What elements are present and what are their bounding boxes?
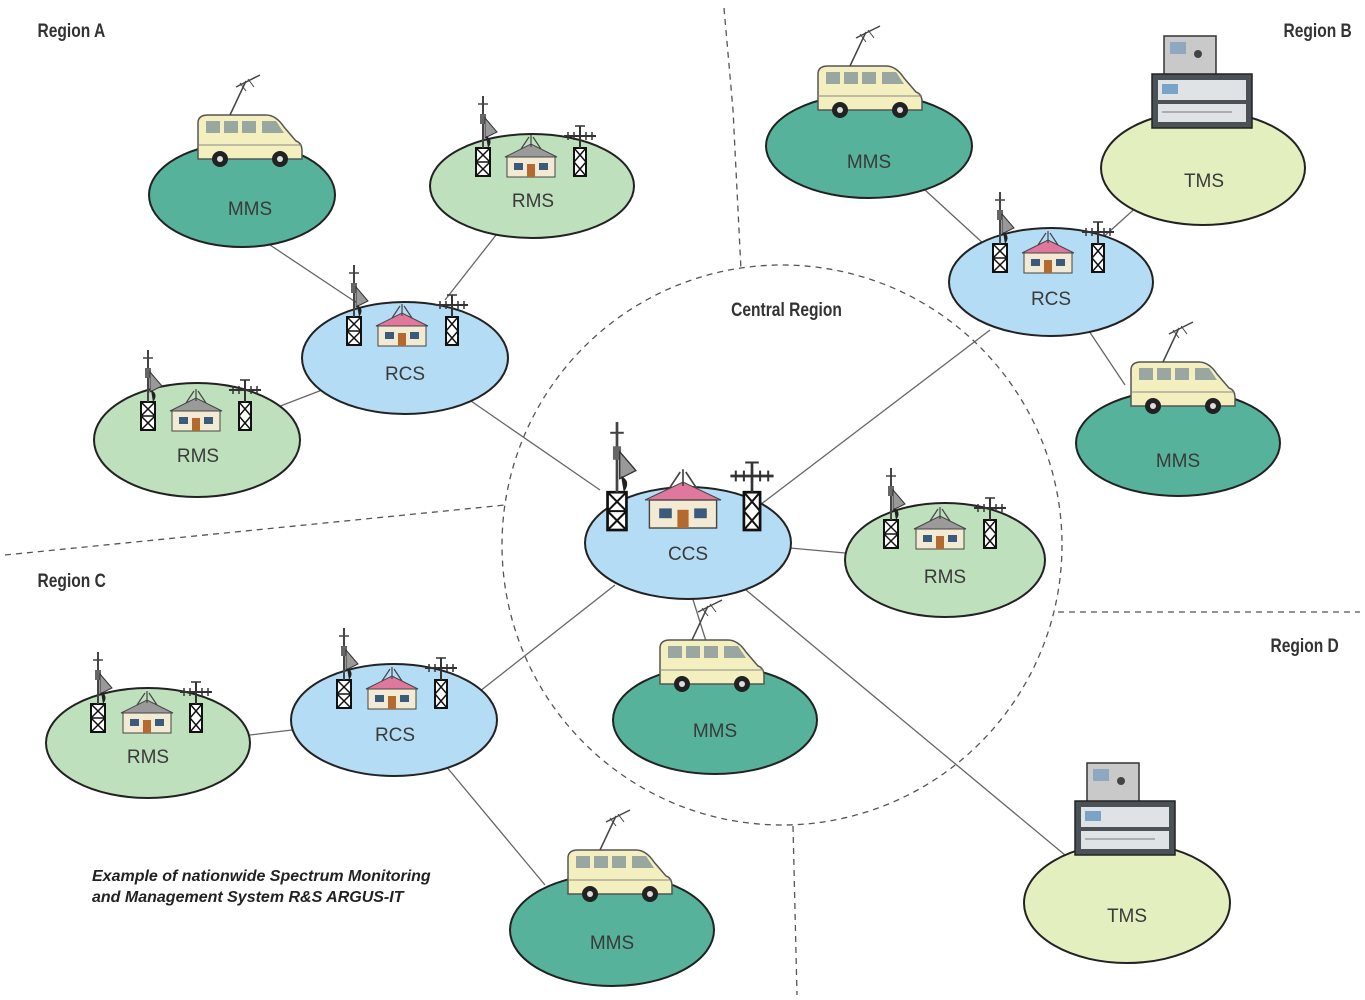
van-icon [659, 599, 765, 693]
house-icon [365, 666, 419, 710]
measurement-rack-icon [1151, 35, 1253, 129]
central-region-label: Central Region [731, 299, 842, 321]
van-icon [567, 809, 673, 903]
link-rcs-b-mms-b2 [1084, 324, 1126, 386]
boundary-c-d [792, 825, 798, 996]
house-icon [169, 388, 223, 432]
rms-label: RMS [127, 747, 169, 768]
connections [249, 189, 1151, 886]
tms-region-d-ellipse[interactable] [1023, 842, 1231, 964]
region-d-label: Region D [1270, 635, 1338, 657]
ccs-label: CCS [668, 544, 708, 565]
mms-label: MMS [1156, 451, 1200, 472]
house-icon [375, 303, 429, 347]
house-icon [120, 690, 174, 734]
boundary-a-b [723, 7, 742, 271]
mms-label: MMS [590, 933, 634, 954]
caption: Example of nationwide Spectrum Monitorin… [92, 868, 431, 906]
rcs-label: RCS [385, 364, 425, 385]
rcs-label: RCS [1031, 289, 1071, 310]
link-mms-a-rcs-a [254, 234, 361, 306]
mms-label: MMS [847, 152, 891, 173]
rcs-label: RCS [375, 725, 415, 746]
mms-label: MMS [693, 721, 737, 742]
caption-line-1: Example of nationwide Spectrum Monitorin… [92, 868, 431, 885]
measurement-rack-icon [1074, 762, 1176, 856]
link-ccs-rcs-b [759, 329, 991, 506]
boundary-a-c [4, 504, 506, 556]
stations [45, 93, 1306, 987]
van-icon [817, 25, 923, 119]
link-ccs-tms-d [739, 584, 1066, 856]
mms-label: MMS [228, 199, 272, 220]
node-labels: MMS RMS RCS RMS MMS TMS RCS MMS CCS RMS … [127, 152, 1224, 954]
house-icon [1021, 230, 1075, 274]
house-icon [504, 134, 558, 178]
van-icon [1130, 321, 1236, 415]
tms-label: TMS [1184, 171, 1224, 192]
link-rms-a1-rcs-a [444, 229, 501, 301]
link-rcs-c-mms-c [444, 764, 546, 886]
link-mms-b-rcs-b [924, 189, 986, 246]
link-rms-c-rcs-c [249, 729, 293, 736]
tms-label: TMS [1107, 906, 1147, 927]
link-rcs-a-ccs [454, 389, 601, 491]
link-ccs-rcs-c [474, 584, 616, 696]
rms-label: RMS [512, 191, 554, 212]
region-c-label: Region C [38, 570, 107, 592]
equipment-illustrations [90, 25, 1253, 903]
rms-label: RMS [177, 446, 219, 467]
van-icon [197, 74, 303, 168]
region-labels: Region A Region B Region C Region D Cent… [37, 20, 1351, 657]
house-icon [913, 506, 967, 550]
region-boundaries [4, 7, 1360, 996]
region-a-label: Region A [37, 20, 105, 42]
link-ccs-rms-central [789, 547, 846, 554]
caption-line-2: and Management System R&S ARGUS-IT [92, 889, 405, 906]
central-region-boundary [501, 264, 1063, 826]
house-icon [644, 468, 722, 529]
region-b-label: Region B [1283, 20, 1351, 42]
rms-label: RMS [924, 567, 966, 588]
